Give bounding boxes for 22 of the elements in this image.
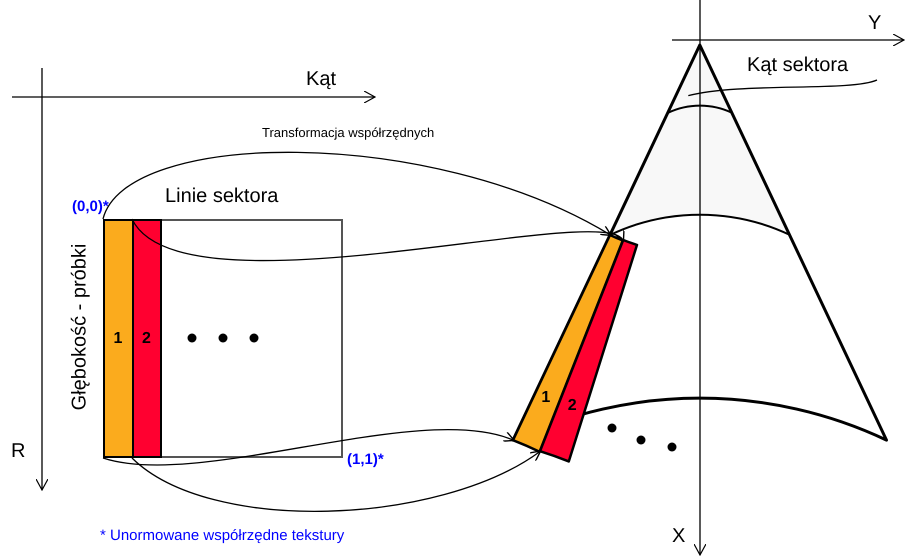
texture-line-strip (103, 219, 134, 458)
text-label: (0,0)* (72, 199, 109, 216)
text-label: * Unormowane współrzędne tekstury (100, 528, 344, 544)
text-label: X (672, 525, 686, 547)
transform-arrow (132, 450, 542, 512)
strip-number: 1 (541, 390, 550, 406)
text-label: Y (868, 12, 882, 34)
strip-number: 2 (142, 330, 151, 346)
angle-label: Kąt sektora (747, 54, 848, 77)
transform-arrow (132, 218, 625, 262)
leader-line (688, 79, 878, 96)
text-label: Kąt (306, 68, 336, 90)
transform-arrow (102, 152, 612, 236)
text-label: Transformacja współrzędnych (262, 126, 434, 140)
text-label: R (11, 440, 26, 462)
axis-title: Głębokość - próbki (68, 244, 90, 410)
text-label: (1,1)* (347, 452, 384, 468)
frame-heading: Linie sektora (165, 185, 278, 208)
texture-line-strip (132, 219, 162, 458)
strip-number: 1 (114, 330, 122, 346)
strip-number: 2 (568, 398, 577, 414)
transform-arrow (102, 429, 515, 466)
